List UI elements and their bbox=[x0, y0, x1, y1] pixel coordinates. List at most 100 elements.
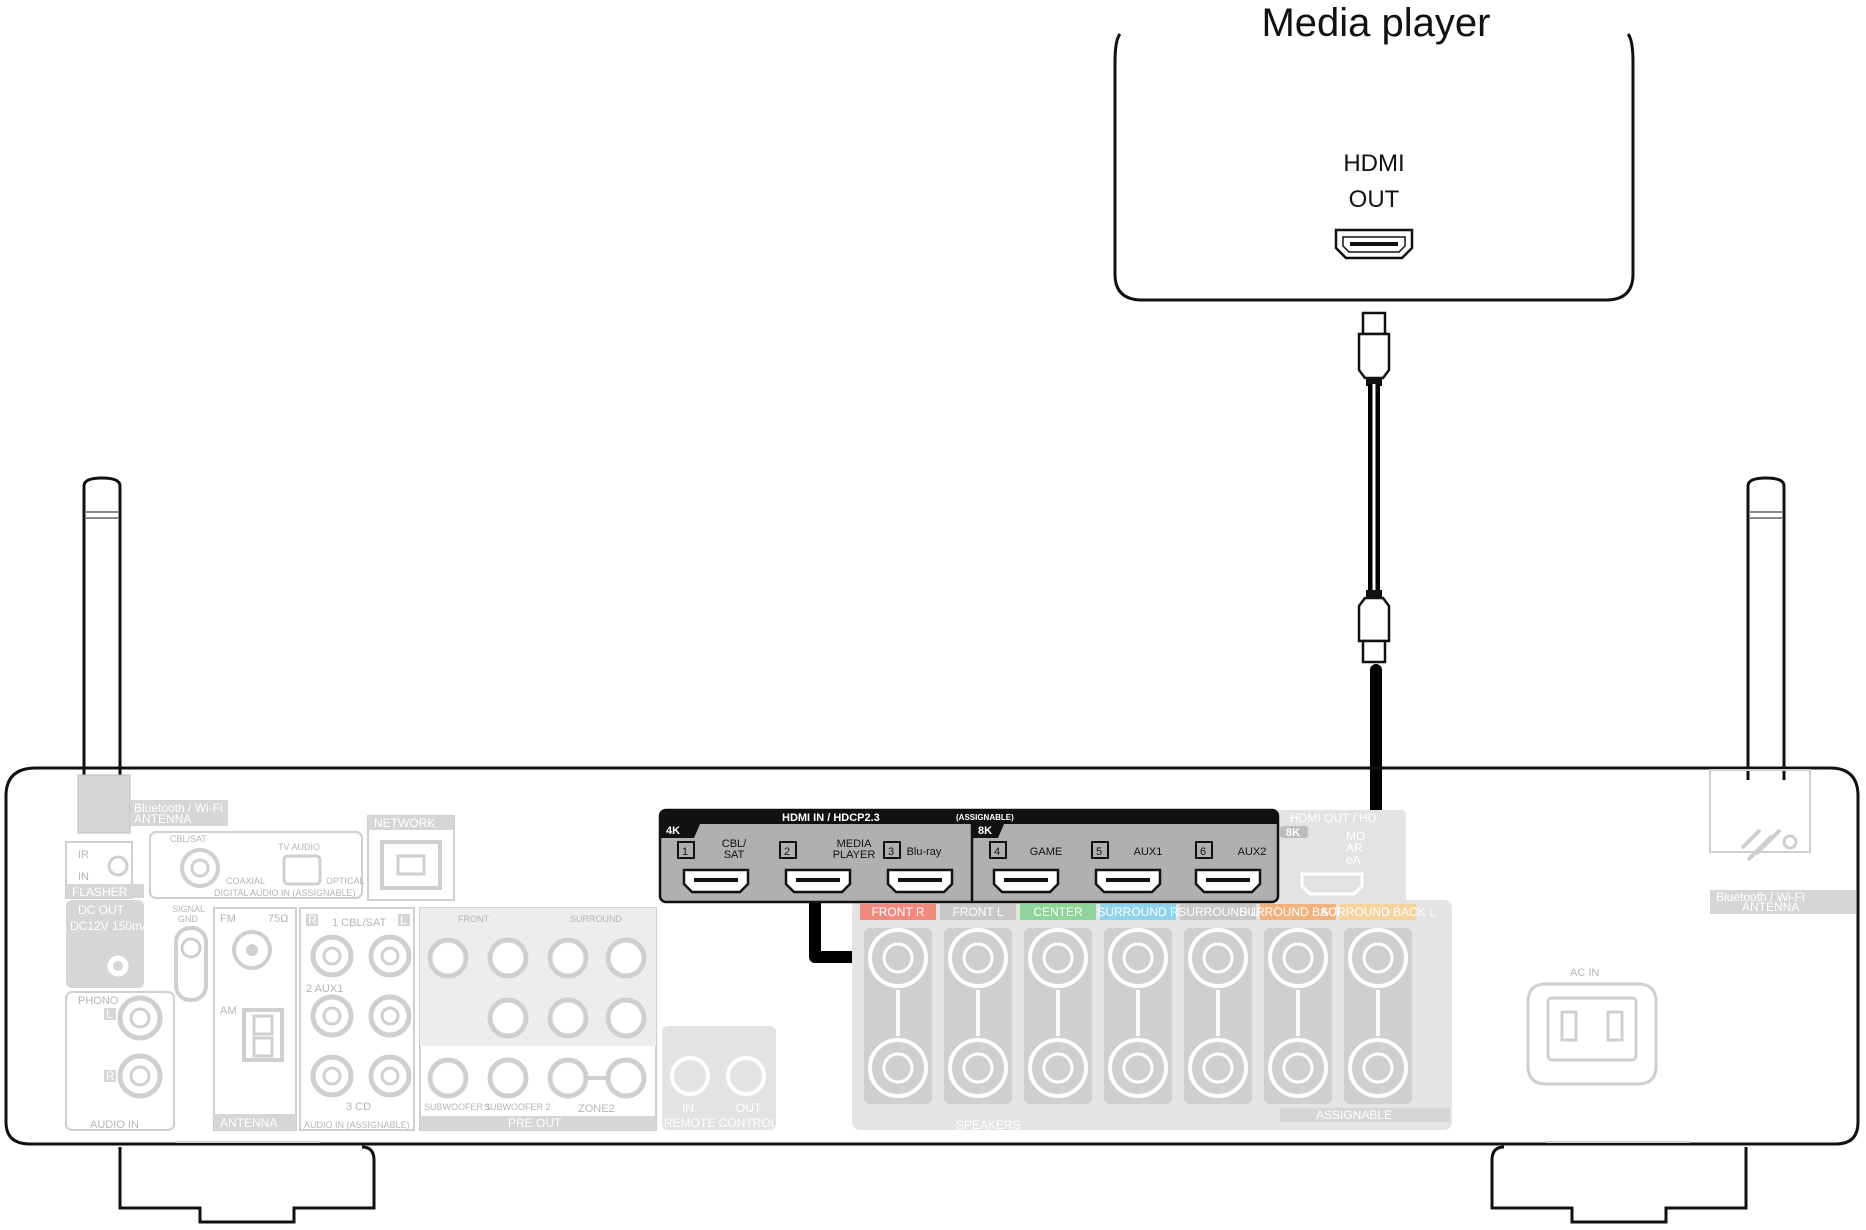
pre-out-jack[interactable] bbox=[605, 997, 647, 1039]
speaker-terminal[interactable] bbox=[1024, 928, 1092, 1104]
zone2-r-jack[interactable] bbox=[605, 1057, 647, 1099]
pre-out-jack[interactable] bbox=[487, 997, 529, 1039]
speaker-terminal[interactable] bbox=[1344, 928, 1412, 1104]
fm-jack[interactable] bbox=[232, 930, 272, 970]
speaker-label-bg bbox=[1100, 904, 1176, 920]
network-jack[interactable] bbox=[380, 840, 442, 890]
hdmi-jack-pins bbox=[796, 878, 840, 882]
hdmi-input-label: GAME bbox=[1030, 846, 1062, 858]
rca-jack[interactable] bbox=[310, 1054, 354, 1098]
svg-text:ANTENNA: ANTENNA bbox=[134, 812, 191, 826]
hdmi-out-line-1: MO bbox=[1346, 829, 1365, 843]
hdmi-in-section: HDMI IN / HDCP2.3 (ASSIGNABLE) 4K 8K 1CB… bbox=[658, 808, 1280, 904]
hdmi-input-number-box bbox=[677, 841, 695, 859]
binding-post[interactable] bbox=[1028, 1038, 1088, 1098]
optical-jack[interactable] bbox=[282, 854, 322, 886]
binding-post[interactable] bbox=[1268, 1038, 1328, 1098]
svg-text:R: R bbox=[308, 913, 317, 927]
hdmi-out-section: HDMI OUT / HD 8K MO AR eA bbox=[1276, 810, 1406, 904]
subwoofer1-jack[interactable] bbox=[427, 1057, 469, 1099]
antenna-label: ANTENNA bbox=[220, 1116, 277, 1130]
hdmi-input-label: Blu-ray bbox=[907, 846, 942, 858]
binding-post[interactable] bbox=[868, 1038, 928, 1098]
hdmi-out-jack-faded[interactable] bbox=[1300, 872, 1364, 896]
binding-post-center bbox=[1042, 942, 1074, 974]
speaker-terminal[interactable] bbox=[944, 928, 1012, 1104]
pre-out-jack-grid bbox=[427, 937, 647, 1039]
foot-right bbox=[1490, 1145, 1748, 1224]
phono-l-jack[interactable] bbox=[117, 995, 163, 1041]
remote-control-section: IN OUT REMOTE CONTROL bbox=[662, 1026, 778, 1130]
speaker-terminal[interactable] bbox=[1264, 928, 1332, 1104]
hdmi-out-port[interactable] bbox=[1334, 228, 1414, 260]
ac-in-socket[interactable] bbox=[1526, 982, 1658, 1086]
hdmi-input-number: 2 bbox=[784, 846, 790, 858]
rca-jack[interactable] bbox=[368, 1054, 412, 1098]
rca-jack-center bbox=[322, 946, 342, 966]
pre-out-section: FRONT SURROUND SUBWOOFER 1 SUBWOOFER 2 Z… bbox=[419, 907, 657, 1131]
assignable-label: ASSIGNABLE bbox=[1316, 1108, 1392, 1122]
binding-post-center bbox=[882, 942, 914, 974]
phono-r-jack[interactable] bbox=[117, 1053, 163, 1099]
rca-jack[interactable] bbox=[368, 994, 412, 1038]
binding-post-center bbox=[1202, 942, 1234, 974]
rca-jack[interactable] bbox=[368, 934, 412, 978]
remote-out-jack[interactable] bbox=[726, 1056, 766, 1096]
hdmi-input-label: AUX2 bbox=[1238, 846, 1267, 858]
cable-connector-top bbox=[1357, 311, 1391, 386]
coaxial-jack[interactable] bbox=[180, 848, 220, 888]
speaker-channel-label: SURROUND BACK L bbox=[1320, 905, 1436, 919]
pre-out-jack[interactable] bbox=[547, 937, 589, 979]
pre-out-jack[interactable] bbox=[487, 937, 529, 979]
remote-out-label: OUT bbox=[736, 1101, 762, 1115]
cbl-sat-label: CBL/SAT bbox=[170, 834, 207, 844]
zone2-l-jack[interactable] bbox=[547, 1057, 589, 1099]
binding-post[interactable] bbox=[1108, 1038, 1168, 1098]
rca-jack[interactable] bbox=[310, 994, 354, 1038]
foot-left bbox=[118, 1145, 376, 1224]
binding-post[interactable] bbox=[1188, 1038, 1248, 1098]
binding-post[interactable] bbox=[948, 928, 1008, 988]
speaker-channel-label: SURROUND R bbox=[1097, 905, 1179, 919]
audio-in-assignable-label: AUDIO IN (ASSIGNABLE) bbox=[304, 1120, 410, 1130]
hdmi-input-number-box bbox=[779, 841, 797, 859]
svg-text:R: R bbox=[106, 1069, 115, 1083]
signal-gnd-terminal[interactable] bbox=[174, 926, 208, 1002]
pre-out-jack[interactable] bbox=[427, 937, 469, 979]
binding-post[interactable] bbox=[948, 1038, 1008, 1098]
bt-antenna-right-terminal: Bluetooth / Wi-Fi ANTENNA bbox=[1709, 769, 1856, 914]
binding-post[interactable] bbox=[1268, 928, 1328, 988]
subwoofer2-jack[interactable] bbox=[487, 1057, 529, 1099]
remote-in-jack[interactable] bbox=[670, 1056, 710, 1096]
hdmi-badge-8k: 8K bbox=[978, 825, 992, 837]
speaker-label-bg bbox=[1180, 904, 1256, 920]
rca-jack-center bbox=[380, 1006, 400, 1026]
am-terminal[interactable] bbox=[242, 1008, 284, 1062]
speaker-label-bg bbox=[940, 904, 1016, 920]
media-player-title: Media player bbox=[1261, 1, 1490, 45]
binding-post[interactable] bbox=[1028, 928, 1088, 988]
speaker-terminal[interactable] bbox=[1184, 928, 1252, 1104]
pre-out-jack[interactable] bbox=[605, 937, 647, 979]
speaker-terminal[interactable] bbox=[864, 928, 932, 1104]
speaker-terminal[interactable] bbox=[1104, 928, 1172, 1104]
binding-post[interactable] bbox=[1188, 928, 1248, 988]
binding-post[interactable] bbox=[868, 928, 928, 988]
hdmi-input-number-box bbox=[989, 841, 1007, 859]
speaker-label-bg bbox=[860, 904, 936, 920]
flasher-jack[interactable] bbox=[107, 855, 129, 877]
rca-jack[interactable] bbox=[310, 934, 354, 978]
hdmi-input-number-box bbox=[883, 841, 901, 859]
hdmi-out-line-3: eA bbox=[1346, 853, 1361, 867]
binding-post[interactable] bbox=[1348, 928, 1408, 988]
hdmi-input-label: CBL/ bbox=[722, 838, 747, 850]
audio-in-label: AUDIO IN bbox=[90, 1119, 139, 1131]
binding-post[interactable] bbox=[1108, 928, 1168, 988]
binding-post[interactable] bbox=[1348, 1038, 1408, 1098]
pre-out-jack[interactable] bbox=[547, 997, 589, 1039]
